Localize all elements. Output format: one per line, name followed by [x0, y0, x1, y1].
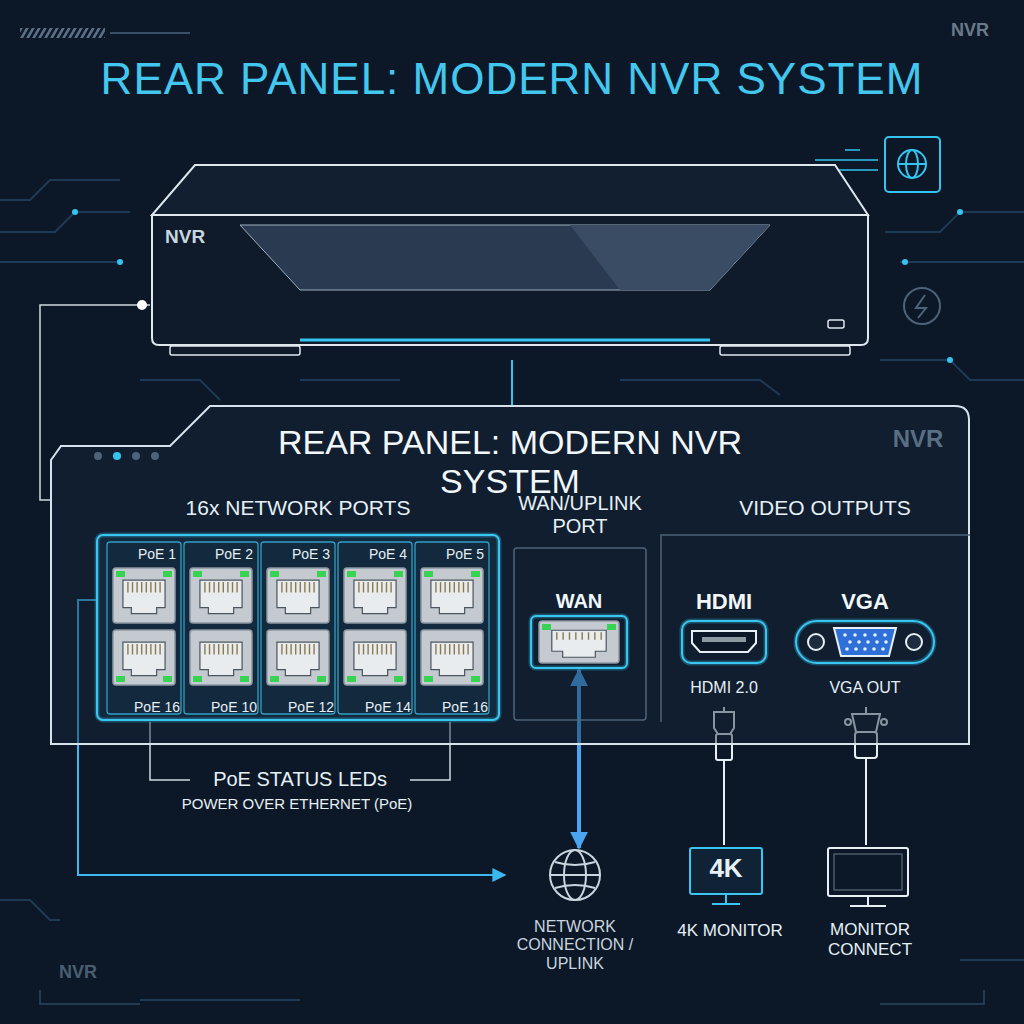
- nvr-device-shape: [150, 160, 870, 360]
- node-heading: HDMI: [676, 589, 772, 614]
- port-label: PoE 2: [199, 546, 269, 562]
- node-heading: MONITOR CONNECT: [815, 920, 925, 959]
- rear-panel: REAR PANEL: MODERN NVR SYSTEM16x NETWORK…: [50, 405, 970, 745]
- port-label: PoE 12: [276, 699, 346, 715]
- device-link: [511, 360, 513, 405]
- port-label: PoE 5: [430, 546, 500, 562]
- node-heading: VGA: [790, 589, 940, 614]
- nvr-device: NVR: [150, 160, 870, 360]
- hdmi-port: HDMI HDMI 2.0: [676, 585, 772, 707]
- node-heading: WAN/UPLINK PORT: [513, 492, 647, 538]
- node-heading: VIDEO OUTPUTS: [680, 496, 970, 520]
- port-label: PoE 16: [430, 699, 500, 715]
- node-heading: REAR PANEL: MODERN NVR SYSTEM: [210, 423, 810, 501]
- node-caption: 4K MONITOR: [672, 921, 788, 941]
- callout-label: PoE STATUS LEDs: [192, 768, 408, 791]
- node-caption: VGA OUT: [790, 679, 940, 697]
- monitor-4k: 4K 4K MONITOR: [672, 845, 788, 945]
- port-label: PoE 16: [122, 699, 192, 715]
- circuit-dots: [72, 209, 963, 363]
- monitor: MONITOR CONNECT: [800, 845, 940, 977]
- port-label: PoE 14: [353, 699, 423, 715]
- node-heading: NVR: [165, 226, 235, 248]
- watermark: NVR: [876, 425, 960, 453]
- port-group-shape: [97, 490, 499, 722]
- network-globe: NETWORK CONNECTION / UPLINK: [505, 848, 645, 980]
- panel-brackets: [40, 990, 984, 1004]
- port-label: PoE 10: [199, 699, 269, 715]
- watermark: NVR: [930, 20, 1010, 41]
- title-bar-line: [110, 32, 190, 34]
- node-caption: HDMI 2.0: [676, 679, 772, 697]
- wan-section: WAN/UPLINK PORT WAN: [513, 490, 647, 722]
- power-icon: [904, 288, 940, 324]
- port-label: PoE 4: [353, 546, 423, 562]
- node-heading: NETWORK CONNECTION / UPLINK: [505, 918, 645, 973]
- port-group: 16x NETWORK PORTS: [97, 490, 499, 722]
- circuit-traces: [0, 180, 1024, 1000]
- callout-note: POWER OVER ETHERNET (PoE): [110, 795, 484, 812]
- node-heading: 4K: [690, 854, 762, 884]
- port-label: PoE 1: [122, 546, 192, 562]
- diagram-title: REAR PANEL: MODERN NVR SYSTEM: [0, 54, 1024, 105]
- port-label: PoE 3: [276, 546, 346, 562]
- node-heading: WAN: [525, 590, 633, 613]
- video-section: VIDEO OUTPUTS HDMI HDMI 2.0 VGA VGA OUT: [660, 490, 970, 722]
- watermark: NVR: [36, 962, 120, 983]
- link-dot: [137, 300, 147, 310]
- node-heading: 16x NETWORK PORTS: [97, 496, 499, 520]
- vga-port: VGA VGA OUT: [790, 585, 940, 707]
- wan-port: WAN: [525, 588, 633, 670]
- title-bar-hatch: [20, 28, 105, 38]
